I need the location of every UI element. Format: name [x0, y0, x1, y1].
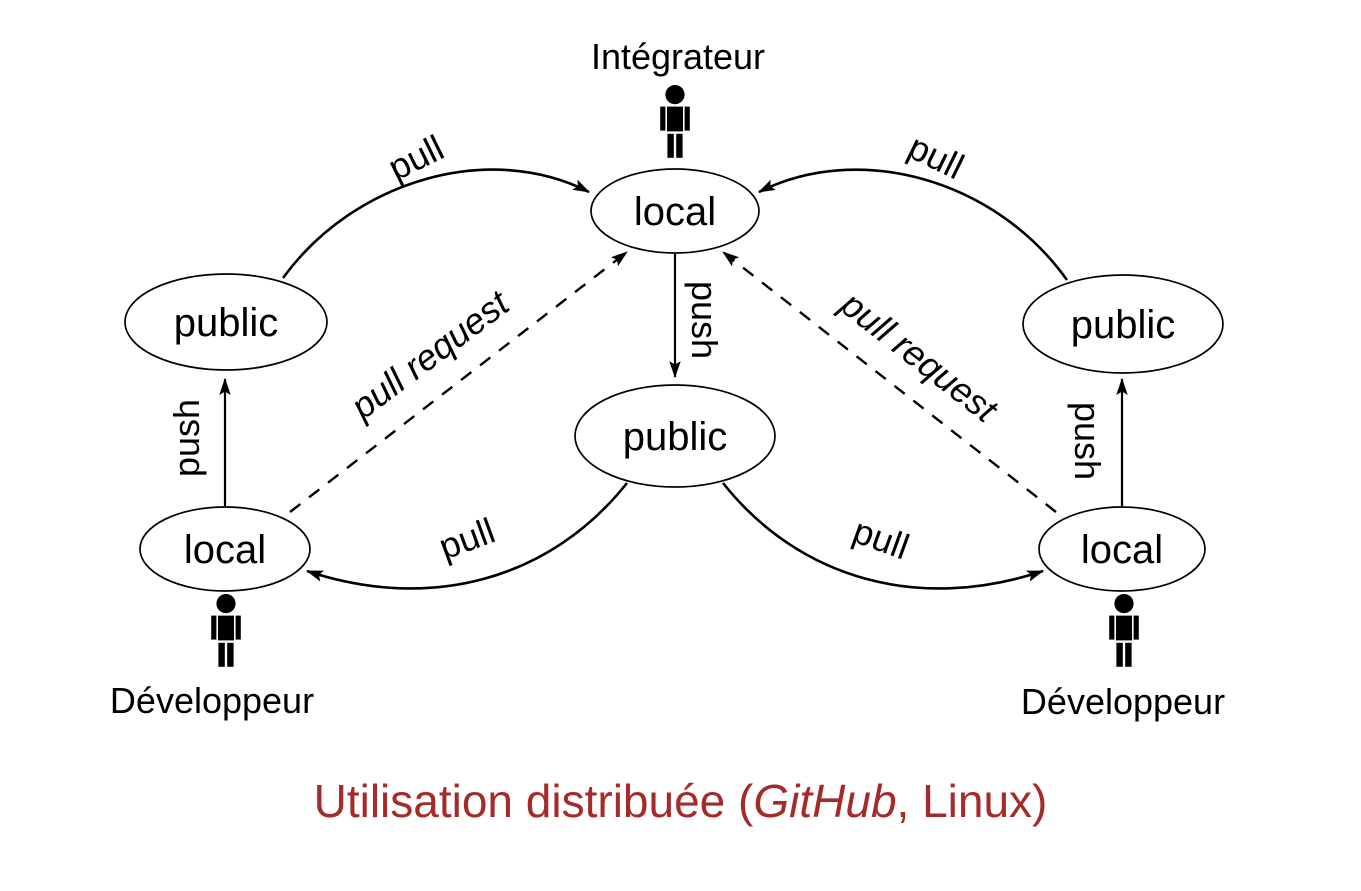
edge-pull-right-public-to-top-local [758, 168, 1069, 281]
edge-label-push-left: push [166, 398, 207, 478]
node-right-public-ellipse [1022, 274, 1224, 374]
left-developer-label: Développeur [109, 680, 315, 721]
node-right-local-label: local [1080, 528, 1164, 572]
edge-label-push-center: push [684, 280, 725, 360]
left-developer-person-icon [211, 594, 241, 667]
edge-pull-request-left-local-to-top-local [289, 251, 628, 513]
edge-pull-left-public-to-top-local [281, 168, 590, 279]
integrator-label: Intégrateur [590, 36, 766, 77]
edge-pull-request-right-local-to-top-local [722, 251, 1057, 513]
node-left-local-ellipse [139, 506, 311, 592]
edge-pull-center-public-to-left-local [305, 482, 629, 590]
caption-suffix: , Linux) [896, 775, 1048, 827]
node-left-public-label: public [173, 301, 279, 345]
node-right-public-label: public [1070, 303, 1176, 347]
node-left-local-label: local [183, 528, 267, 572]
node-top-local-ellipse [590, 168, 760, 254]
right-developer-label: Développeur [1020, 681, 1226, 722]
edge-pull-center-public-to-right-local [721, 482, 1045, 590]
node-center-public-ellipse [574, 384, 776, 488]
node-left-public-ellipse [124, 273, 328, 371]
right-developer-person-icon [1109, 594, 1139, 667]
caption-prefix: Utilisation distribuée ( [313, 775, 754, 827]
node-right-local-ellipse [1038, 506, 1206, 592]
caption: Utilisation distribuée (GitHub, Linux) [0, 776, 1361, 827]
caption-github: GitHub [753, 775, 897, 827]
edge-label-push-right: push [1067, 401, 1108, 481]
integrator-person-icon [660, 85, 690, 158]
node-top-local-label: local [633, 190, 717, 234]
node-center-public-label: public [622, 415, 728, 459]
